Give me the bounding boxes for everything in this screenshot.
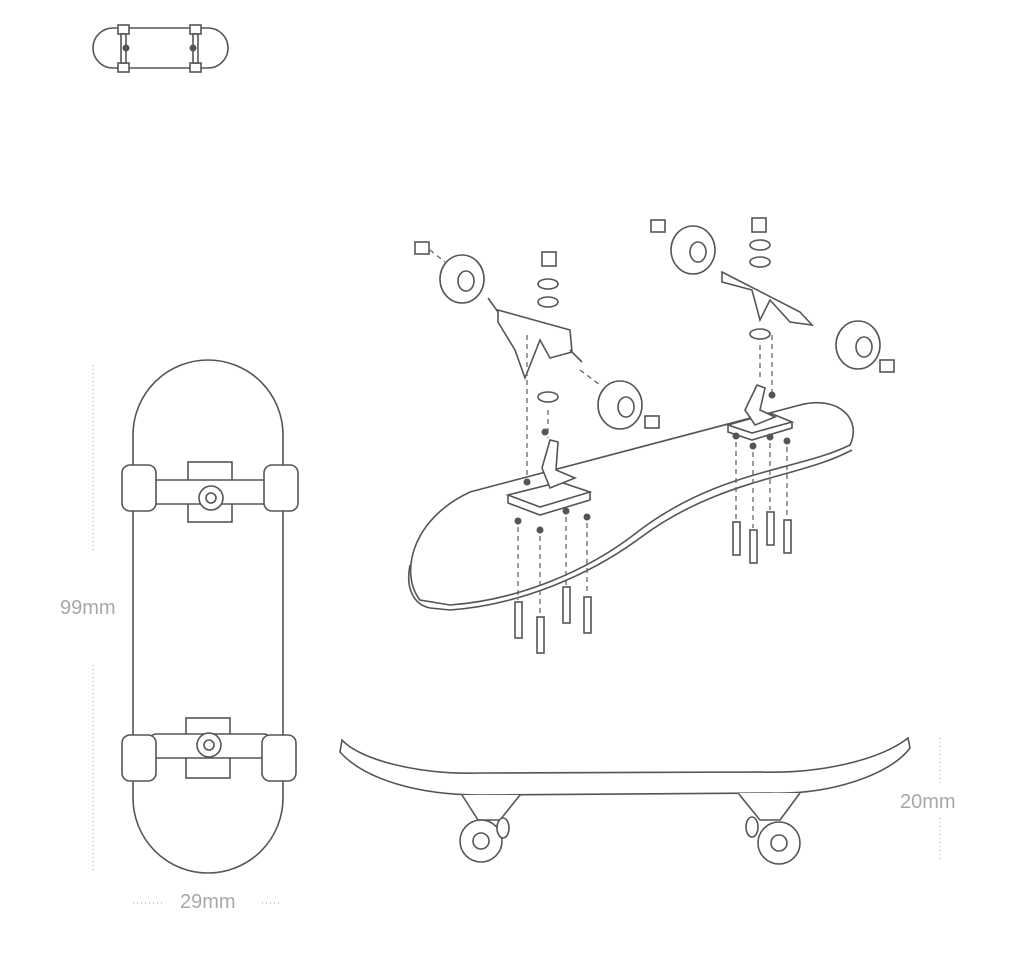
width-dimension-label: 29mm bbox=[180, 891, 236, 913]
rear-hanger bbox=[721, 270, 815, 327]
board-top-view bbox=[92, 359, 299, 904]
front-truck-side bbox=[459, 794, 521, 863]
exploded-assembly-view bbox=[408, 217, 895, 654]
rear-screws bbox=[732, 335, 792, 564]
wheel bbox=[670, 225, 716, 275]
front-hanger bbox=[487, 297, 583, 381]
length-dimension-label: 99mm bbox=[60, 597, 116, 619]
wheel bbox=[835, 320, 881, 370]
front-screws bbox=[514, 335, 592, 654]
rear-truck-top bbox=[121, 717, 297, 782]
wheel bbox=[597, 380, 643, 430]
rear-truck-side bbox=[737, 792, 801, 865]
height-dimension-label: 20mm bbox=[900, 791, 956, 813]
wheel bbox=[439, 254, 485, 304]
rear-truck-baseplate bbox=[725, 383, 795, 441]
board-side-view bbox=[339, 736, 941, 865]
top-view-thumbnail-icon bbox=[92, 24, 229, 73]
kingpin-nut bbox=[541, 251, 557, 267]
front-truck-top bbox=[121, 461, 299, 523]
axle-nut bbox=[644, 415, 660, 429]
front-truck-baseplate bbox=[505, 439, 593, 516]
axle-nut bbox=[414, 241, 430, 255]
